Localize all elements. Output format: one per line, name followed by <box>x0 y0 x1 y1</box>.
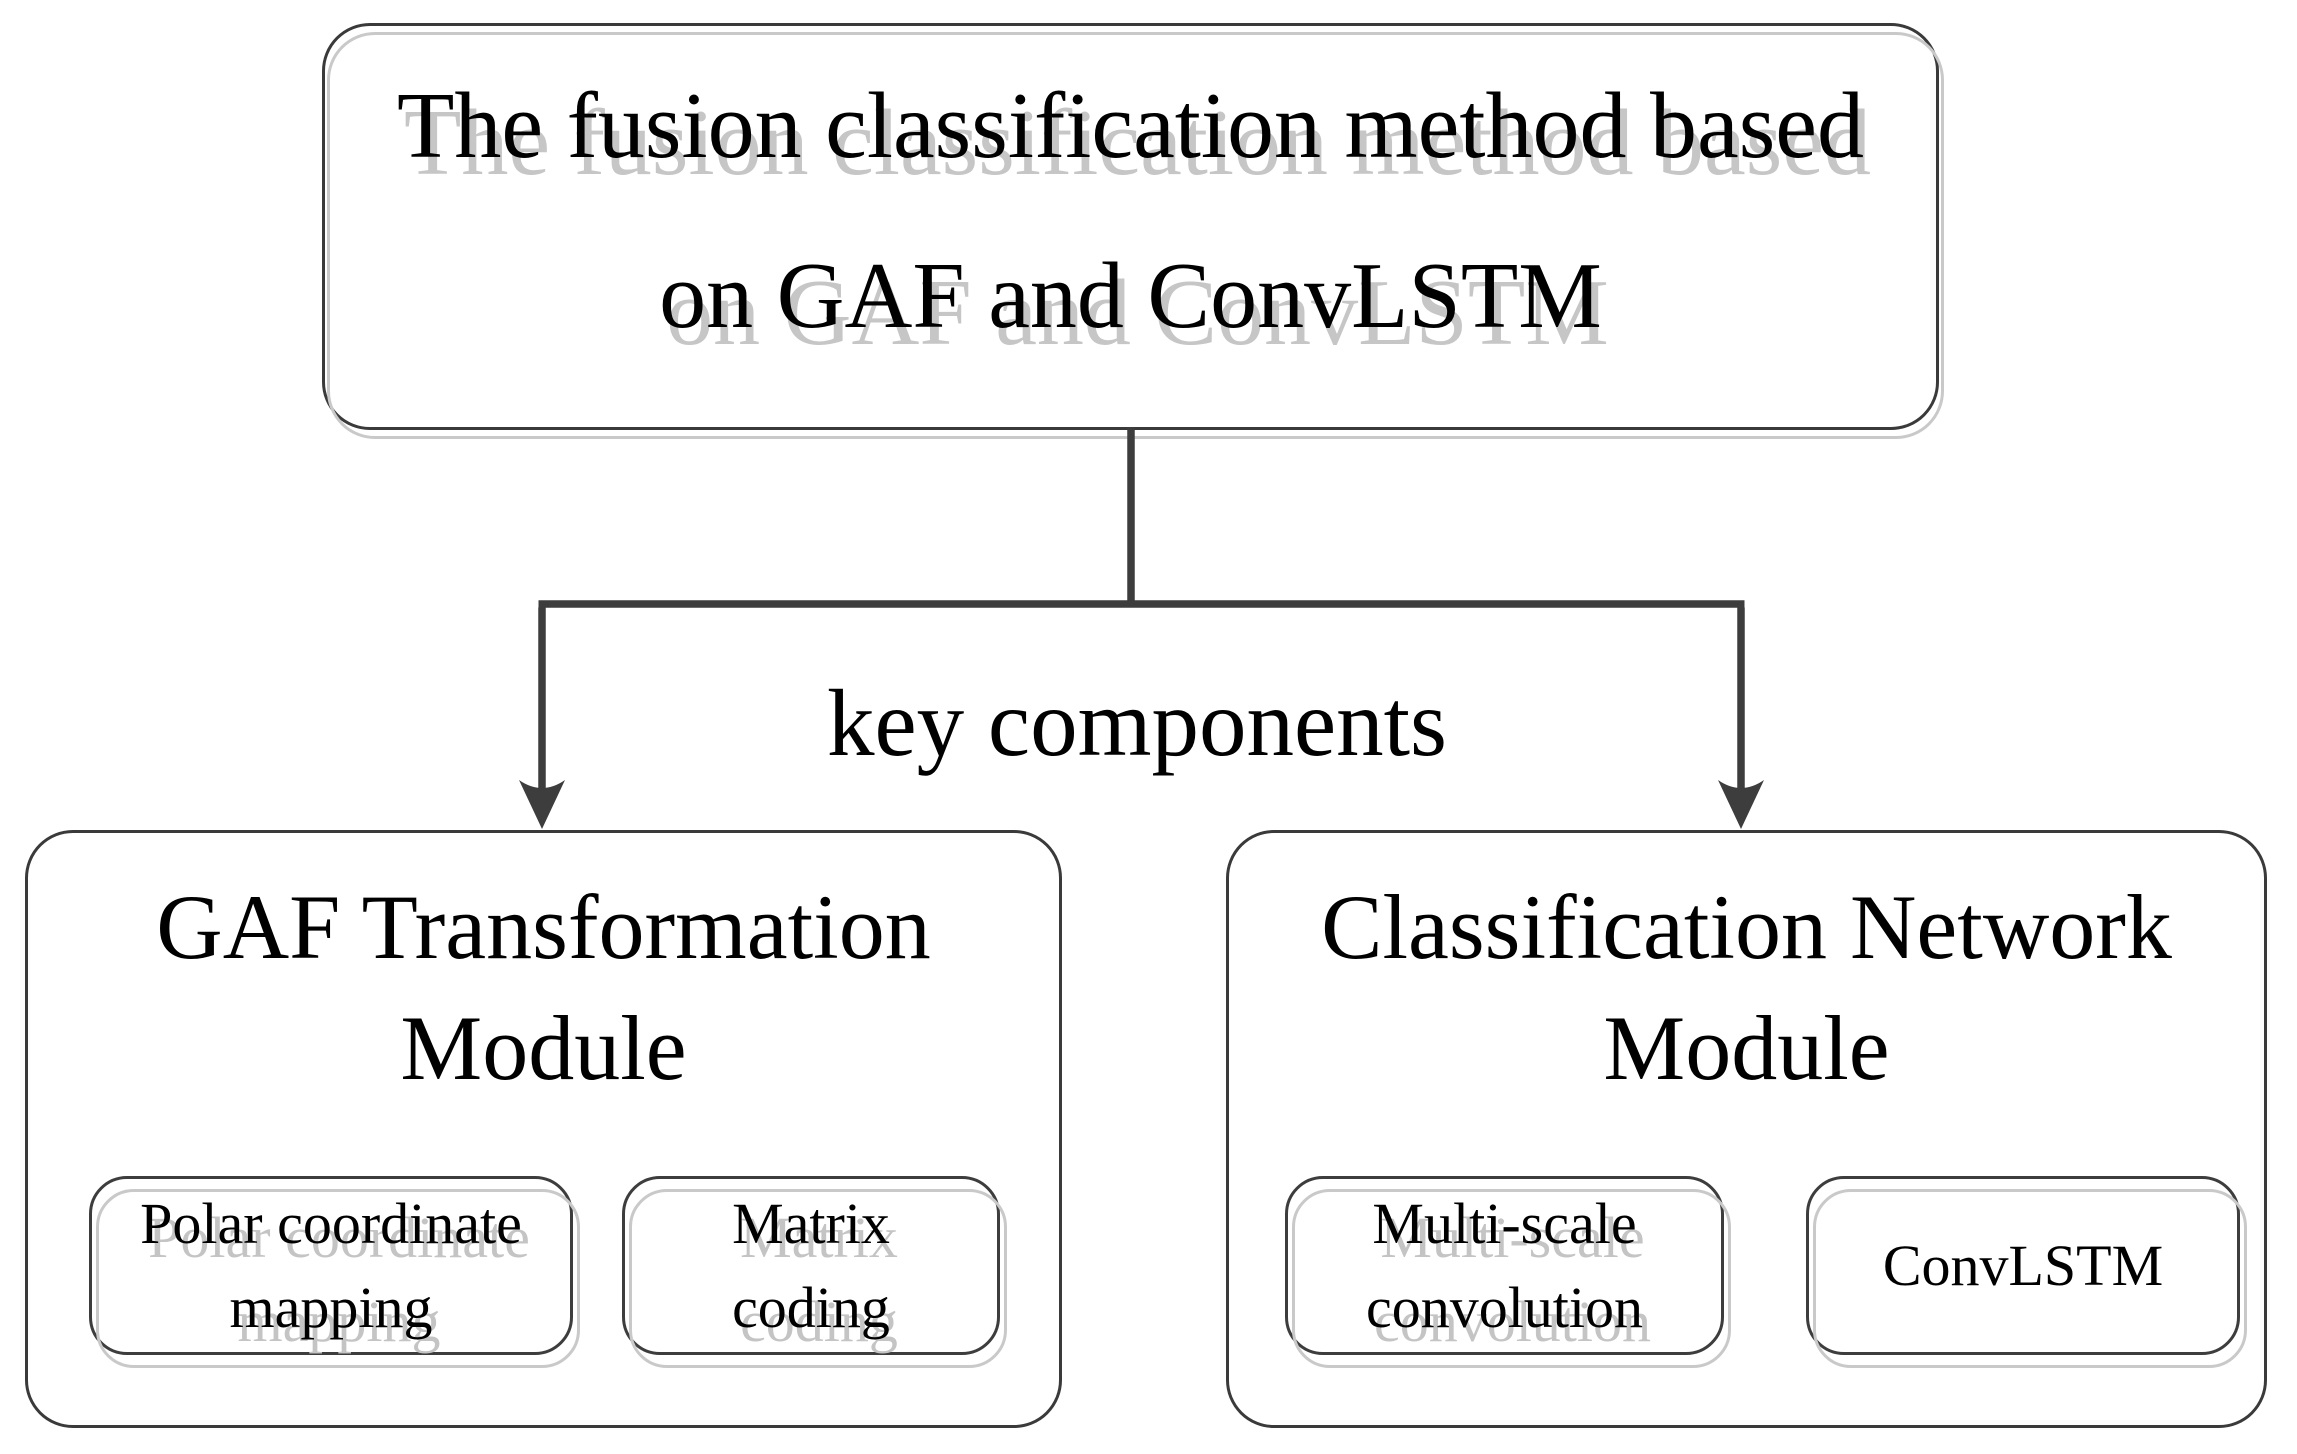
module-gaf-transformation: GAF Transformation Module Polar coordina… <box>25 830 1062 1428</box>
component-convlstm-line-1: ConvLSTM <box>1882 1232 2164 1298</box>
component-matrix-line-2: coding <box>732 1274 890 1340</box>
module-classification-heading: Classification Network Module <box>1229 867 2264 1110</box>
module-classification-network: Classification Network Module Multi-scal… <box>1226 830 2267 1428</box>
component-polar-line-2: mapping <box>229 1274 433 1340</box>
module-gaf-heading: GAF Transformation Module <box>28 867 1059 1110</box>
module-classification-heading-line-2: Module <box>1603 997 1890 1100</box>
arrow-down-left-icon <box>519 780 565 829</box>
component-matrix-line-1: Matrix <box>732 1190 890 1256</box>
component-multiscale-line-1: Multi-scale <box>1372 1190 1637 1256</box>
component-multi-scale-convolution: Multi-scale convolution <box>1285 1176 1731 1368</box>
component-polar-line-1: Polar coordinate <box>140 1190 522 1256</box>
arrow-down-right-icon <box>1718 780 1764 829</box>
root-title-line-2: on GAF and ConvLSTM <box>659 243 1602 348</box>
edge-label: key components <box>826 670 1447 776</box>
root-node: The fusion classification method based o… <box>322 23 1944 439</box>
component-matrix-coding: Matrix coding <box>622 1176 1007 1368</box>
root-title-line-1: The fusion classification method based <box>396 73 1865 178</box>
module-gaf-heading-line-2: Module <box>400 997 687 1100</box>
component-convlstm: ConvLSTM <box>1806 1176 2247 1368</box>
module-gaf-heading-line-1: GAF Transformation <box>156 876 931 978</box>
component-multiscale-line-2: convolution <box>1365 1274 1644 1340</box>
module-classification-heading-line-1: Classification Network <box>1321 876 2172 978</box>
component-polar-coordinate-mapping: Polar coordinate mapping <box>89 1176 580 1368</box>
